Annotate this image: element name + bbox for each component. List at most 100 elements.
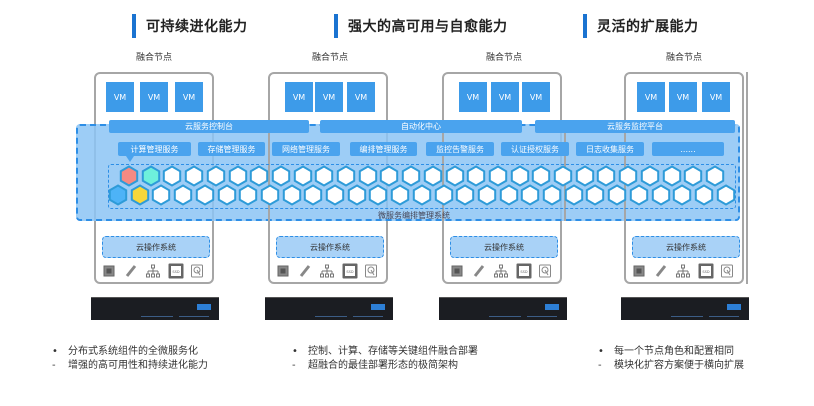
microservice-hex — [629, 184, 648, 206]
microservice-hex — [228, 165, 247, 187]
vm-box: VM — [175, 82, 203, 112]
microservice-hex — [542, 184, 562, 206]
microservice-hex — [510, 165, 529, 187]
microservice-hex — [141, 165, 160, 187]
svg-text:SSD: SSD — [346, 270, 353, 274]
heading-text: 可持续进化能力 — [146, 19, 248, 35]
cloud-os-box: 云操作系统 — [102, 236, 210, 258]
server-strip — [527, 316, 557, 317]
cpu-icon — [276, 263, 290, 277]
cloud-os-box: 云操作系统 — [632, 236, 740, 258]
hardware-icon-row: SSD — [102, 262, 204, 279]
hdd-icon — [720, 263, 734, 278]
microservice-hex — [152, 184, 171, 206]
bullet-mark: • — [292, 346, 298, 357]
vm-box: VM — [347, 82, 375, 112]
microservice-hex — [683, 165, 703, 187]
hdd-icon — [364, 263, 378, 278]
node-divider — [268, 124, 270, 221]
microservice-hex — [488, 165, 508, 187]
rack-server — [265, 297, 393, 320]
service-pointer — [126, 156, 134, 162]
bullet-text: 超融合的最佳部署形态的极简架构 — [308, 360, 458, 371]
vm-box: VM — [285, 82, 313, 112]
ssd-icon: SSD — [516, 263, 532, 279]
heading-evolution: 可持续进化能力 — [132, 14, 248, 38]
microservice-zone — [108, 164, 736, 209]
vm-box: VM — [140, 82, 168, 112]
ssd-icon: SSD — [168, 263, 184, 279]
memory-icon — [298, 263, 312, 277]
memory-icon — [124, 263, 138, 277]
microservice-hex — [564, 184, 583, 206]
server-strip — [141, 316, 173, 317]
svg-text:SSD: SSD — [520, 270, 527, 274]
microservice-hex — [238, 184, 258, 206]
heading-availability: 强大的高可用与自愈能力 — [334, 14, 508, 38]
hardware-icon-row: SSD — [632, 262, 734, 279]
service-auth: 认证授权服务 — [501, 142, 569, 156]
node-label: 融合节点 — [311, 53, 348, 63]
microservice-hex — [271, 165, 291, 187]
service-log-collection: 日志收集服务 — [576, 142, 644, 156]
server-strip — [179, 316, 209, 317]
microservice-hex — [477, 184, 497, 206]
hdd-icon — [190, 263, 204, 278]
microservice-hex — [380, 165, 399, 187]
microservice-hex — [347, 184, 366, 206]
vm-box: VM — [459, 82, 487, 112]
bullet-mark: - — [598, 360, 602, 371]
service-orchestration: 编排管理服务 — [350, 142, 417, 156]
cloud-os-box: 云操作系统 — [450, 236, 558, 258]
bullet-mark: • — [598, 346, 604, 357]
microservice-hex — [586, 184, 605, 206]
rack-server — [439, 297, 567, 320]
server-strip — [489, 316, 521, 317]
vm-box: VM — [315, 82, 343, 112]
memory-icon — [654, 263, 668, 277]
microservice-hex — [466, 165, 486, 187]
microservice-hex — [293, 165, 312, 187]
microservice-hex — [455, 184, 475, 206]
heading-text: 强大的高可用与自愈能力 — [348, 19, 508, 35]
bullet-mark: - — [292, 360, 296, 371]
heading-scalability: 灵活的扩展能力 — [583, 14, 699, 38]
bullet-text: 增强的高可用性和持续进化能力 — [68, 360, 208, 371]
bullet-list-scalability: • 每一个节点角色和配置相同 - 模块化扩容方案便于横向扩展 — [598, 345, 744, 373]
microservice-hex — [369, 184, 388, 206]
microservice-hex — [282, 184, 301, 206]
svg-text:SSD: SSD — [702, 270, 709, 274]
vm-box: VM — [106, 82, 134, 112]
microservice-hex — [130, 184, 149, 206]
microservice-hex — [532, 165, 551, 187]
service-storage: 存储管理服务 — [198, 142, 265, 156]
microservice-hex — [445, 165, 464, 187]
bullet-text: 每一个节点角色和配置相同 — [614, 346, 734, 357]
platform-monitoring: 云服务监控平台 — [535, 120, 735, 133]
bullet-list-availability: • 控制、计算、存储等关键组件融合部署 - 超融合的最佳部署形态的极简架构 — [292, 345, 478, 373]
heading-accent-bar — [583, 14, 587, 38]
microservice-hex — [325, 184, 345, 206]
network-icon — [494, 263, 508, 278]
microservice-hex — [163, 165, 182, 187]
microservice-hex — [499, 184, 518, 206]
bullet-text: 控制、计算、存储等关键组件融合部署 — [308, 346, 478, 357]
microservice-hex — [651, 184, 670, 206]
microservice-hex — [597, 165, 616, 187]
svg-text:SSD: SSD — [172, 270, 179, 274]
heading-accent-bar — [334, 14, 338, 38]
memory-icon — [472, 263, 486, 277]
vm-box: VM — [491, 82, 519, 112]
node-label: 融合节点 — [665, 53, 702, 63]
microservice-hex — [206, 165, 225, 187]
bullet-text: 模块化扩容方案便于横向扩展 — [614, 360, 744, 371]
microservice-hex — [423, 165, 442, 187]
microservice-hex — [173, 184, 193, 206]
platform-automation: 自动化中心 — [320, 120, 522, 133]
heading-accent-bar — [132, 14, 136, 38]
node-divider — [746, 72, 748, 284]
network-icon — [146, 263, 160, 278]
server-strip — [315, 316, 347, 317]
heading-text: 灵活的扩展能力 — [597, 19, 699, 35]
cpu-icon — [102, 263, 116, 277]
